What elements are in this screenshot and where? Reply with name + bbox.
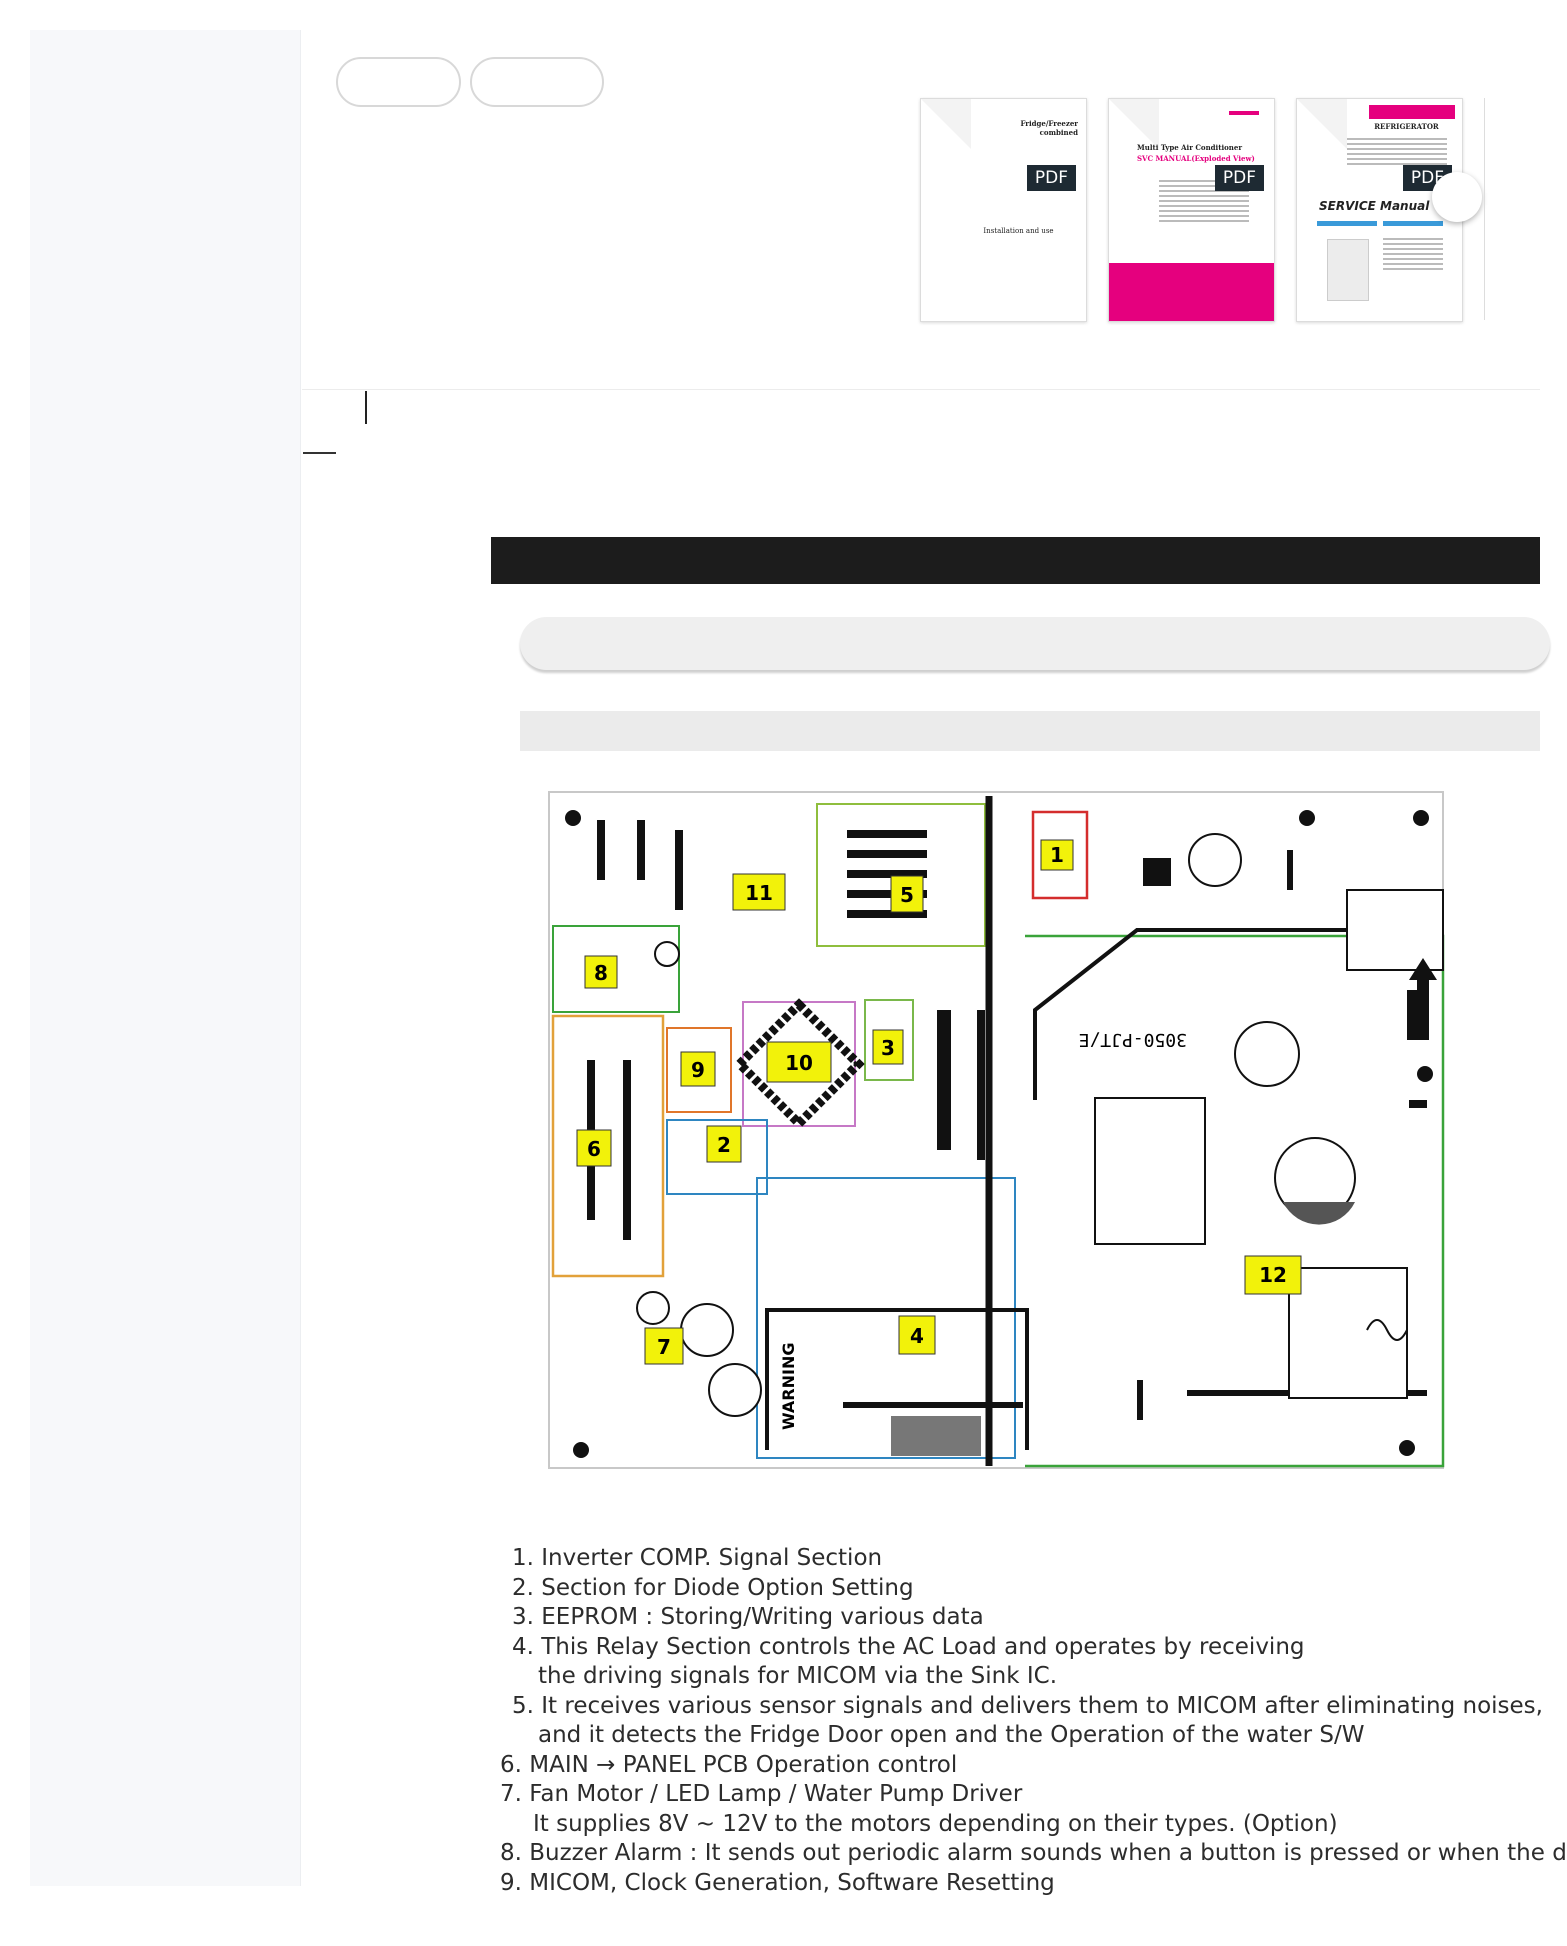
pcb-label-11: 11 xyxy=(732,873,786,911)
svg-text:5: 5 xyxy=(900,883,914,907)
thumbnail-title: Multi Type Air Conditioner xyxy=(1137,143,1243,152)
region-3 xyxy=(864,999,914,1081)
collapsed-marker xyxy=(303,452,336,454)
carousel-next-button[interactable] xyxy=(1432,172,1482,222)
thumbnail-subtitle: SVC MANUAL(Exploded View) xyxy=(1137,154,1255,163)
note-7-cont: It supplies 8V ~ 12V to the motors depen… xyxy=(533,1810,1338,1837)
note-6: 6. MAIN → PANEL PCB Operation control xyxy=(500,1751,958,1778)
pcb-label-6: 6 xyxy=(576,1129,612,1167)
note-4: 4. This Relay Section controls the AC Lo… xyxy=(512,1633,1305,1660)
document-thumbnail-aircon[interactable]: Multi Type Air Conditioner SVC MANUAL(Ex… xyxy=(1108,98,1275,322)
note-1: 1. Inverter COMP. Signal Section xyxy=(512,1545,883,1571)
pcb-warning-text: WARNING xyxy=(779,1343,798,1431)
next-thumbnail-edge xyxy=(1484,98,1491,320)
svg-text:4: 4 xyxy=(910,1324,924,1348)
note-3: 3. EEPROM : Storing/Writing various data xyxy=(512,1604,984,1630)
document-thumbnail-fridge[interactable]: Fridge/Freezer combined PDF Installation… xyxy=(920,98,1087,322)
svg-text:3: 3 xyxy=(881,1036,895,1060)
thumbnail-subtitle: SERVICE Manual xyxy=(1319,199,1430,213)
pcb-section-notes: 1. Inverter COMP. Signal Section 2. Sect… xyxy=(500,1544,1567,1896)
svg-text:11: 11 xyxy=(745,881,773,905)
filter-pill-1[interactable] xyxy=(336,57,461,107)
pcb-label-10: 10 xyxy=(766,1041,832,1083)
pcb-label-2: 2 xyxy=(706,1125,742,1163)
pcb-label-7: 7 xyxy=(644,1327,684,1365)
caption-bar xyxy=(520,711,1540,751)
thumbnail-title: Fridge/Freezer combined xyxy=(1020,119,1078,137)
thumbnail-title: REFRIGERATOR xyxy=(1374,122,1439,131)
note-2: 2. Section for Diode Option Setting xyxy=(512,1574,914,1601)
note-7: 7. Fan Motor / LED Lamp / Water Pump Dri… xyxy=(500,1781,1023,1807)
region-8 xyxy=(552,925,680,1013)
note-9: 9. MICOM, Clock Generation, Software Res… xyxy=(500,1869,1055,1896)
subheader-bar xyxy=(520,617,1550,670)
region-4 xyxy=(756,1177,1016,1459)
svg-text:2: 2 xyxy=(717,1133,731,1157)
pcb-label-12: 12 xyxy=(1244,1255,1302,1295)
region-9 xyxy=(666,1027,732,1113)
pdf-badge: PDF xyxy=(1214,165,1264,191)
pdf-badge: PDF xyxy=(1026,165,1076,191)
region-6 xyxy=(551,1014,665,1278)
pcb-label-5: 5 xyxy=(890,875,924,913)
svg-text:1: 1 xyxy=(1050,843,1064,867)
text-cursor xyxy=(365,391,367,424)
pcb-label-9: 9 xyxy=(680,1051,716,1087)
region-5 xyxy=(816,803,986,947)
svg-text:10: 10 xyxy=(785,1051,813,1075)
note-4-cont: the driving signals for MICOM via the Si… xyxy=(538,1663,1058,1689)
note-5: 5. It receives various sensor signals an… xyxy=(512,1692,1543,1719)
pcb-label-1: 1 xyxy=(1040,839,1074,871)
thumbnail-footer: Installation and use xyxy=(983,227,1054,235)
svg-text:7: 7 xyxy=(657,1335,671,1359)
region-12 xyxy=(1025,934,1445,1468)
svg-text:8: 8 xyxy=(594,961,608,985)
pcb-diagram: 1 11 5 8 9 10 3 6 2 12 7 4 WARNING 3050-… xyxy=(548,791,1445,1469)
pcb-label-4: 4 xyxy=(898,1315,936,1355)
svg-text:12: 12 xyxy=(1259,1263,1287,1287)
region-2 xyxy=(666,1119,768,1195)
svg-text:9: 9 xyxy=(691,1058,705,1082)
pcb-label-3: 3 xyxy=(872,1029,904,1065)
left-sidebar xyxy=(30,30,301,1886)
region-1 xyxy=(1031,810,1089,900)
svg-text:6: 6 xyxy=(587,1137,601,1161)
section-header-bar xyxy=(491,537,1540,584)
filter-pill-2[interactable] xyxy=(470,57,604,107)
section-divider xyxy=(302,389,1540,390)
note-8: 8. Buzzer Alarm : It sends out periodic … xyxy=(500,1840,1567,1866)
note-5-cont: and it detects the Fridge Door open and … xyxy=(538,1722,1365,1748)
pcb-part-number: 3050-PJT/E xyxy=(1079,1029,1187,1050)
pcb-label-8: 8 xyxy=(584,955,618,989)
